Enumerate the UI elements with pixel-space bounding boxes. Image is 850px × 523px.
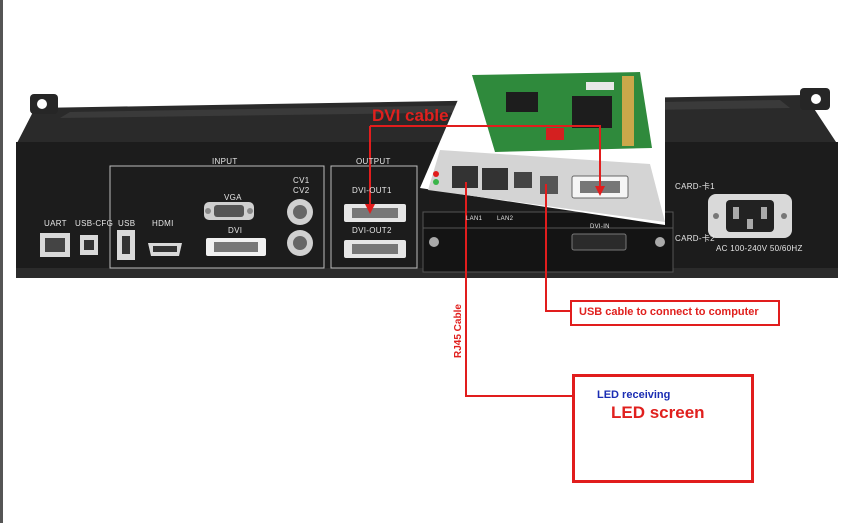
cv2-label: CV2 bbox=[293, 186, 310, 195]
dvi-out1-label: DVI-OUT1 bbox=[352, 186, 392, 195]
lan2-label: LAN2 bbox=[497, 216, 514, 222]
card-screw-left bbox=[429, 237, 439, 247]
card-audio bbox=[514, 172, 532, 188]
dvi-out2-label: DVI-OUT2 bbox=[352, 226, 392, 235]
dvi-label: DVI bbox=[228, 226, 243, 235]
power-pin-3 bbox=[747, 219, 753, 229]
cv1-connector-core bbox=[293, 205, 307, 219]
led-screen-label: LED screen bbox=[611, 403, 705, 422]
card-slot-area bbox=[422, 211, 674, 273]
card2-label: CARD-卡2 bbox=[675, 234, 715, 243]
rack-hole-right bbox=[811, 94, 821, 104]
uart-port-socket bbox=[45, 238, 65, 252]
vga-label: VGA bbox=[224, 193, 242, 202]
hdmi-port-socket bbox=[153, 246, 177, 252]
left-edge bbox=[0, 0, 3, 523]
card-lan2 bbox=[482, 168, 508, 190]
dvi-out1-socket bbox=[352, 208, 398, 218]
card-usb bbox=[540, 176, 558, 194]
power-screw-left bbox=[713, 213, 719, 219]
vga-socket bbox=[214, 205, 244, 217]
power-pin-1 bbox=[733, 207, 739, 219]
uart-label: UART bbox=[44, 219, 67, 228]
rj45-cable-line bbox=[465, 182, 586, 397]
card-chip-1 bbox=[506, 92, 538, 112]
cv2-connector-core bbox=[293, 236, 307, 250]
led-screen-box: LED receiving LED screen bbox=[572, 374, 754, 483]
card-edge-fingers bbox=[622, 76, 634, 146]
usb-label: USB bbox=[118, 219, 136, 228]
card-screw-right bbox=[655, 237, 665, 247]
dvi-cable-line bbox=[370, 125, 601, 188]
rj45-cable-label: RJ45 Cable bbox=[453, 304, 464, 358]
lan1-label: LAN1 bbox=[466, 216, 483, 222]
card-red-switch bbox=[546, 128, 564, 140]
card1-label: CARD-卡1 bbox=[675, 182, 715, 191]
input-group-frame bbox=[109, 165, 325, 269]
cv1-label: CV1 bbox=[293, 176, 310, 185]
card-led-red bbox=[433, 171, 439, 177]
led-receiving-label: LED receiving bbox=[597, 389, 671, 401]
power-screw-right bbox=[781, 213, 787, 219]
panel-bottom bbox=[16, 268, 838, 278]
usb-cable-line bbox=[545, 184, 570, 312]
output-group-label: OUTPUT bbox=[356, 157, 391, 166]
power-pin-2 bbox=[761, 207, 767, 219]
usb-cable-callout: USB cable to connect to computer bbox=[570, 300, 780, 326]
usb-cfg-socket bbox=[84, 240, 94, 250]
rack-hole-left bbox=[37, 99, 47, 109]
card-dvi-in-slot bbox=[571, 233, 627, 251]
vga-screw-left bbox=[205, 208, 211, 214]
vga-screw-right bbox=[247, 208, 253, 214]
card-led-green bbox=[433, 179, 439, 185]
output-group-frame bbox=[330, 165, 418, 269]
card-lan1 bbox=[452, 166, 478, 188]
usb-cfg-label: USB-CFG bbox=[75, 219, 114, 228]
power-label: AC 100-240V 50/60HZ bbox=[716, 244, 803, 253]
dvi-out2-socket bbox=[352, 244, 398, 254]
dvi-arrow-card bbox=[595, 186, 605, 196]
dvi-in-socket bbox=[214, 242, 258, 252]
hdmi-label: HDMI bbox=[152, 219, 174, 228]
dvi-arrow-out bbox=[365, 204, 375, 214]
cable-lines bbox=[369, 125, 601, 397]
usb-cable-label: USB cable to connect to computer bbox=[579, 306, 759, 318]
card-chip-main bbox=[572, 96, 612, 128]
card-connector-strip bbox=[586, 82, 614, 90]
dvi-in-label: DVI-IN bbox=[590, 224, 610, 230]
input-group-label: INPUT bbox=[212, 157, 238, 166]
dvi-cable-label: DVI cable bbox=[372, 106, 449, 125]
usb-port-socket bbox=[122, 236, 130, 254]
